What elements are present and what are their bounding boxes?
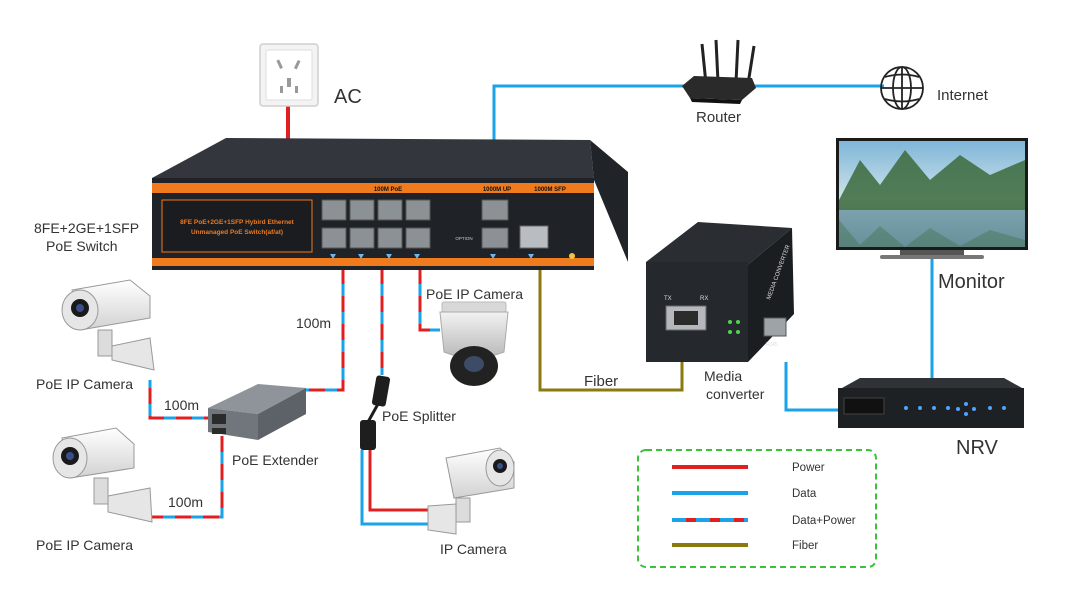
port <box>405 199 431 221</box>
switch-option-label: OPTION <box>455 236 472 241</box>
cable-converter-nrv <box>784 362 840 412</box>
camera-bottom-label: PoE IP Camera <box>36 537 133 553</box>
poe-switch: 8FE PoE+2GE+1SFP Hybird Ethernet Unmanag… <box>152 138 628 270</box>
legend: Power Data Data+Power Fiber <box>637 449 877 568</box>
poe-splitter <box>360 375 391 450</box>
switch-group-up: 1000M UP <box>483 187 511 193</box>
switch-port-indicators <box>330 254 534 259</box>
fiber-label: Fiber <box>584 373 618 390</box>
legend-item-label: Data <box>792 488 817 500</box>
legend-item-label: Fiber <box>792 540 818 552</box>
switch-sfp-port <box>519 225 549 249</box>
port <box>481 199 509 221</box>
switch-name-line2: PoE Switch <box>46 238 118 254</box>
monitor-label: Monitor <box>938 271 1005 293</box>
router-label: Router <box>696 109 741 126</box>
port <box>481 227 509 249</box>
dome-camera <box>439 301 509 386</box>
switch-uplink-ports <box>481 199 509 249</box>
switch-name-line1: 8FE+2GE+1SFP <box>34 220 139 236</box>
media-converter-label-line1: Media <box>704 368 742 384</box>
port <box>349 227 375 249</box>
port <box>321 199 347 221</box>
poe-extender <box>208 384 306 440</box>
port <box>321 227 347 249</box>
legend-item-label: Power <box>792 462 825 474</box>
dome-camera-label: PoE IP Camera <box>426 286 523 302</box>
ip-camera-label: IP Camera <box>440 541 507 557</box>
switch-title-line2: Unmanaged PoE Switch(af/at) <box>191 229 283 236</box>
nrv-label: NRV <box>956 437 999 459</box>
poe-splitter-label: PoE Splitter <box>382 408 456 424</box>
port <box>377 227 403 249</box>
bullet-camera-bottom <box>52 427 153 523</box>
ac-outlet <box>259 43 319 107</box>
converter-rx: RX <box>700 296 708 302</box>
cable-splitter-camera-power <box>368 450 430 512</box>
camera-top-label: PoE IP Camera <box>36 376 133 392</box>
cable-fiber <box>538 262 684 392</box>
globe-icon <box>880 66 924 110</box>
switch-title-line1: 8FE PoE+2GE+1SFP Hybird Ethernet <box>180 219 295 226</box>
distance-label-extender-top: 100m <box>164 397 199 413</box>
cable-extender-camera-top-data <box>148 380 220 420</box>
legend-item-label: Data+Power <box>792 515 856 527</box>
bullet-camera-top <box>61 279 155 371</box>
poe-extender-label: PoE Extender <box>232 452 319 468</box>
cable-switch-dome-data <box>418 268 440 332</box>
cable-extender-camera-top <box>148 380 220 420</box>
converter-rj45: RJ45 <box>766 342 778 348</box>
cable-switch-extender <box>304 268 345 392</box>
cable-switch-dome <box>418 268 440 332</box>
monitor <box>836 138 1028 259</box>
nrv-recorder <box>838 378 1024 428</box>
port <box>349 199 375 221</box>
router <box>682 39 756 104</box>
cable-extender-camera-bottom-data <box>150 436 224 519</box>
internet-label: Internet <box>937 87 989 104</box>
ac-label: AC <box>334 86 362 108</box>
switch-poe-ports <box>321 199 431 249</box>
ip-camera <box>427 447 515 535</box>
converter-tx: TX <box>664 296 672 302</box>
media-converter: TX RX RJ45 MEDIA CONVERTER <box>646 222 794 362</box>
port <box>405 227 431 249</box>
media-converter-label-line2: converter <box>706 386 765 402</box>
cable-splitter-camera-data <box>360 450 430 526</box>
port <box>377 199 403 221</box>
distance-label-extender-bottom: 100m <box>168 494 203 510</box>
switch-group-sfp: 1000M SFP <box>534 187 566 193</box>
legend-box <box>637 449 877 568</box>
switch-group-poe: 100M PoE <box>374 187 402 193</box>
switch-power-led <box>569 253 575 259</box>
distance-label-switch-extender: 100m <box>296 315 331 331</box>
